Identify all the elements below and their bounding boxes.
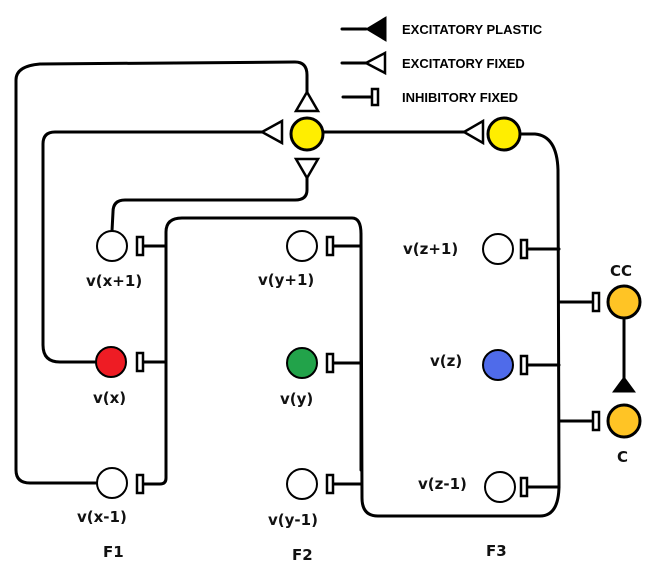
label-vy-minus-1: v(y-1) (268, 511, 318, 529)
inhibitory-bar-icon (135, 235, 145, 257)
wire-hub-to-vx-plus-1 (110, 176, 309, 233)
node-vy (286, 347, 318, 379)
inhibitory-synapses (135, 235, 601, 498)
label-vz: v(z) (430, 352, 462, 370)
label-vy: v(y) (280, 390, 313, 408)
label-vy-plus-1: v(y+1) (258, 271, 314, 289)
inhibitory-bar-icon (325, 352, 335, 374)
node-vz-plus-1 (482, 233, 514, 265)
open-triangle-icon (363, 50, 387, 76)
group-label-f2: F2 (292, 546, 313, 564)
inhibitory-bar-icon (135, 351, 145, 373)
node-vx (95, 346, 127, 378)
legend-item-excitatory-plastic: EXCITATORY PLASTIC (340, 16, 543, 42)
excitatory-fixed-up-icon (293, 89, 321, 113)
inhibitory-bar-icon (370, 87, 380, 107)
legend-item-inhibitory-fixed: INHIBITORY FIXED (341, 87, 518, 107)
node-vx-minus-1 (96, 467, 128, 499)
legend-label: EXCITATORY FIXED (402, 56, 525, 71)
node-vy-plus-1 (286, 230, 318, 262)
inhibitory-bar-icon (591, 291, 601, 313)
node-vz (482, 349, 514, 381)
wire-f1-inhibitory-bus (141, 216, 363, 486)
inhibitory-bar-icon (325, 235, 335, 257)
inhibitory-bar-icon (519, 476, 529, 498)
group-label-f3: F3 (486, 542, 507, 560)
label-vz-plus-1: v(z+1) (403, 240, 458, 258)
inhibitory-bar-icon (135, 473, 145, 495)
hub-synapses (259, 89, 636, 393)
excitatory-fixed-left-icon (259, 118, 284, 146)
group-label-f1: F1 (103, 543, 124, 561)
node-vy-minus-1 (286, 468, 318, 500)
label-vx-minus-1: v(x-1) (77, 508, 127, 526)
label-vx: v(x) (93, 389, 126, 407)
excitatory-fixed-down-icon (293, 157, 321, 181)
label-cc: CC (610, 262, 632, 280)
legend-label: EXCITATORY PLASTIC (402, 22, 543, 37)
hub-node (289, 116, 325, 152)
label-vx-plus-1: v(x+1) (86, 272, 142, 290)
inhibitory-bar-icon (325, 473, 335, 495)
wire-vx-minus-1-to-hub (14, 60, 309, 485)
wire-hub-to-vx (41, 130, 264, 364)
excitatory-plastic-up-icon (612, 376, 636, 393)
excitatory-fixed-left-icon (461, 118, 485, 146)
node-c (606, 403, 642, 439)
filled-triangle-icon (365, 16, 387, 42)
legend-label: INHIBITORY FIXED (402, 90, 518, 105)
nodes (95, 116, 642, 503)
inhibitory-bar-icon (591, 410, 601, 432)
label-vz-minus-1: v(z-1) (418, 475, 467, 493)
labels: v(x+1) v(x) v(x-1) F1 v(y+1) v(y) v(y-1)… (77, 240, 632, 564)
legend-item-excitatory-fixed: EXCITATORY FIXED (340, 50, 525, 76)
f3-hub-node (486, 116, 522, 152)
node-cc (606, 284, 642, 320)
connections (14, 60, 626, 518)
inhibitory-bar-icon (519, 238, 529, 260)
label-c: C (617, 448, 628, 466)
wire-f3-yellow-to-bus (359, 132, 561, 518)
inhibitory-bar-icon (519, 354, 529, 376)
node-vx-plus-1 (96, 230, 128, 262)
legend: EXCITATORY PLASTIC EXCITATORY FIXED INHI… (340, 16, 543, 107)
node-vz-minus-1 (484, 471, 516, 503)
